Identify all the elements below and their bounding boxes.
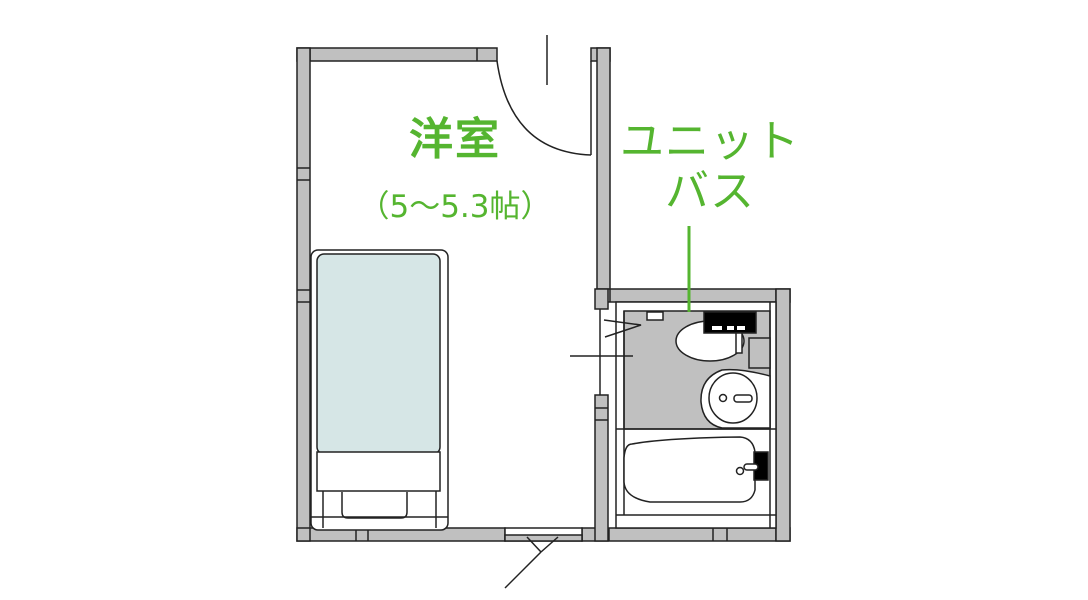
room-label-western: 洋室 — [409, 114, 501, 165]
toilet — [675, 311, 771, 369]
bed — [310, 249, 449, 531]
window — [504, 527, 583, 589]
entry-door — [496, 35, 592, 156]
room-label-unit-bath-line2: バス — [665, 166, 755, 217]
room-size-label: （5～5.3帖） — [358, 189, 552, 225]
washbasin — [700, 368, 771, 429]
room-label-unit-bath-line1: ユニット — [620, 116, 800, 167]
bathtub — [623, 436, 769, 503]
